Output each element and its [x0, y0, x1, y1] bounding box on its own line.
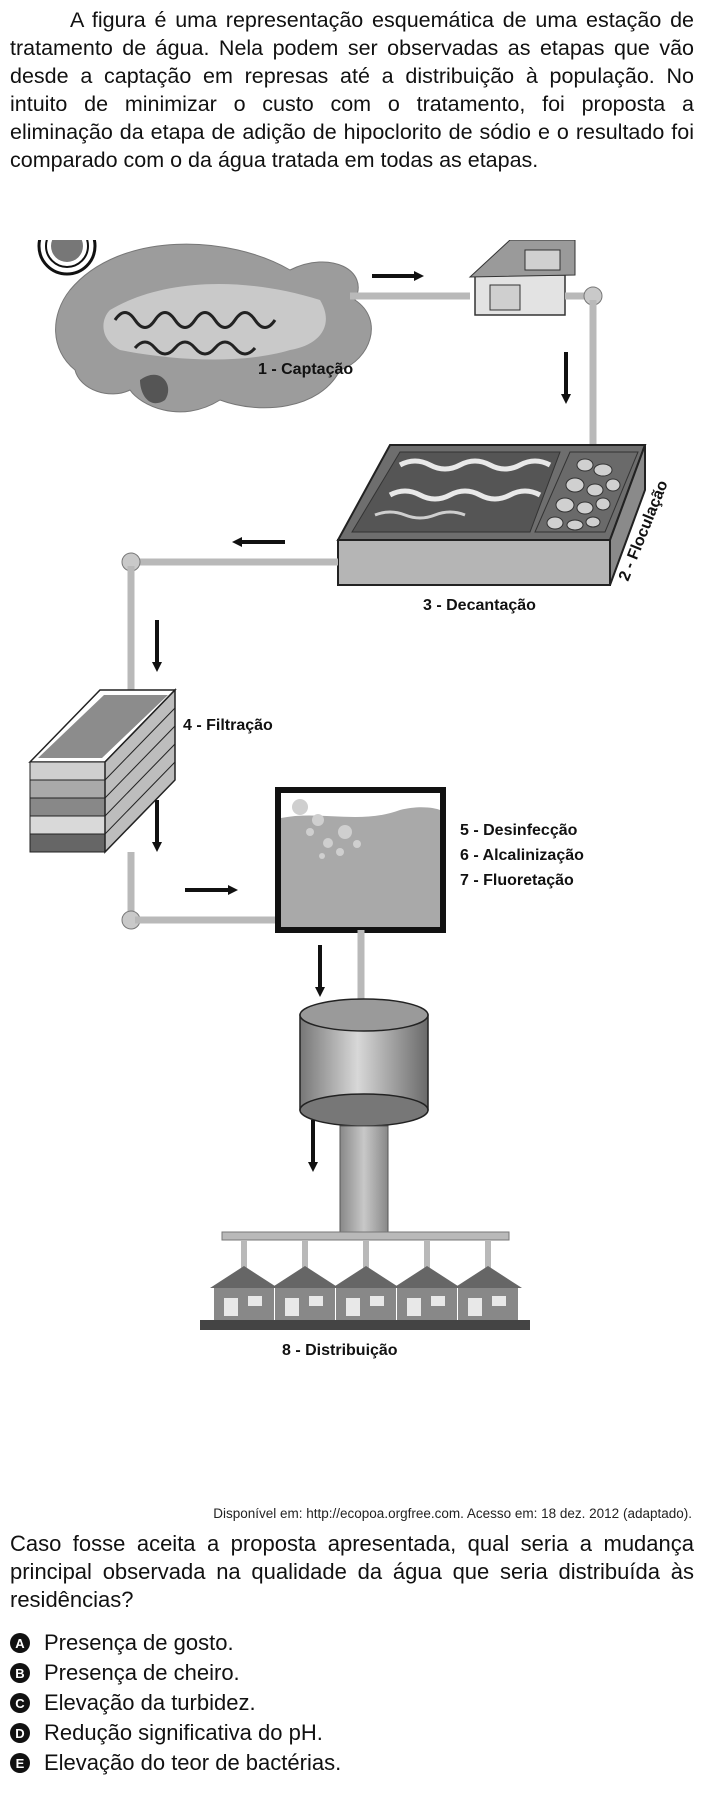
label-desinfeccao: 5 - Desinfecção [460, 822, 578, 839]
option-letter-badge: D [10, 1723, 30, 1743]
option-d[interactable]: D Redução significativa do pH. [10, 1718, 694, 1748]
label-alcalinizacao: 6 - Alcalinização [460, 847, 584, 864]
intro-paragraph: A figura é uma representação esquemática… [10, 8, 694, 172]
pump-house [468, 240, 576, 316]
house-icon [454, 1266, 522, 1320]
source-citation: Disponível em: http://ecopoa.orgfree.com… [213, 1506, 692, 1521]
option-text: Presença de cheiro. [44, 1660, 240, 1685]
option-a[interactable]: A Presença de gosto. [10, 1628, 694, 1658]
label-decantacao: 3 - Decantação [423, 597, 536, 614]
water-treatment-diagram: 1 - Captação 2 - Floculação 3 - Decantaç… [28, 240, 672, 1359]
option-text: Presença de gosto. [44, 1630, 234, 1655]
option-letter-badge: C [10, 1693, 30, 1713]
label-fluoretacao: 7 - Fluoretação [460, 872, 574, 889]
option-text: Elevação do teor de bactérias. [44, 1750, 342, 1775]
option-letter-badge: B [10, 1663, 30, 1683]
house-icon [271, 1266, 339, 1320]
option-c[interactable]: C Elevação da turbidez. [10, 1688, 694, 1718]
label-captacao: 1 - Captação [258, 361, 353, 378]
option-text: Redução significativa do pH. [44, 1720, 323, 1745]
reservoir [37, 240, 372, 413]
option-b[interactable]: B Presença de cheiro. [10, 1658, 694, 1688]
label-filtracao: 4 - Filtração [183, 717, 273, 734]
label-distribuicao: 8 - Distribuição [282, 1342, 398, 1359]
question-text: Caso fosse aceita a proposta apresentada… [10, 1531, 694, 1612]
filter [28, 688, 177, 854]
option-e[interactable]: E Elevação do teor de bactérias. [10, 1748, 694, 1778]
option-letter-badge: A [10, 1633, 30, 1653]
water-tower [299, 998, 429, 1233]
option-text: Elevação da turbidez. [44, 1690, 256, 1715]
distribution-network [200, 1231, 530, 1330]
house-icon [332, 1266, 400, 1320]
decantation-tank [336, 444, 647, 586]
house-icon [393, 1266, 461, 1320]
answer-options: A Presença de gosto. B Presença de cheir… [10, 1628, 694, 1778]
option-letter-badge: E [10, 1753, 30, 1773]
house-icon [210, 1266, 278, 1320]
treatment-tank [275, 787, 446, 933]
